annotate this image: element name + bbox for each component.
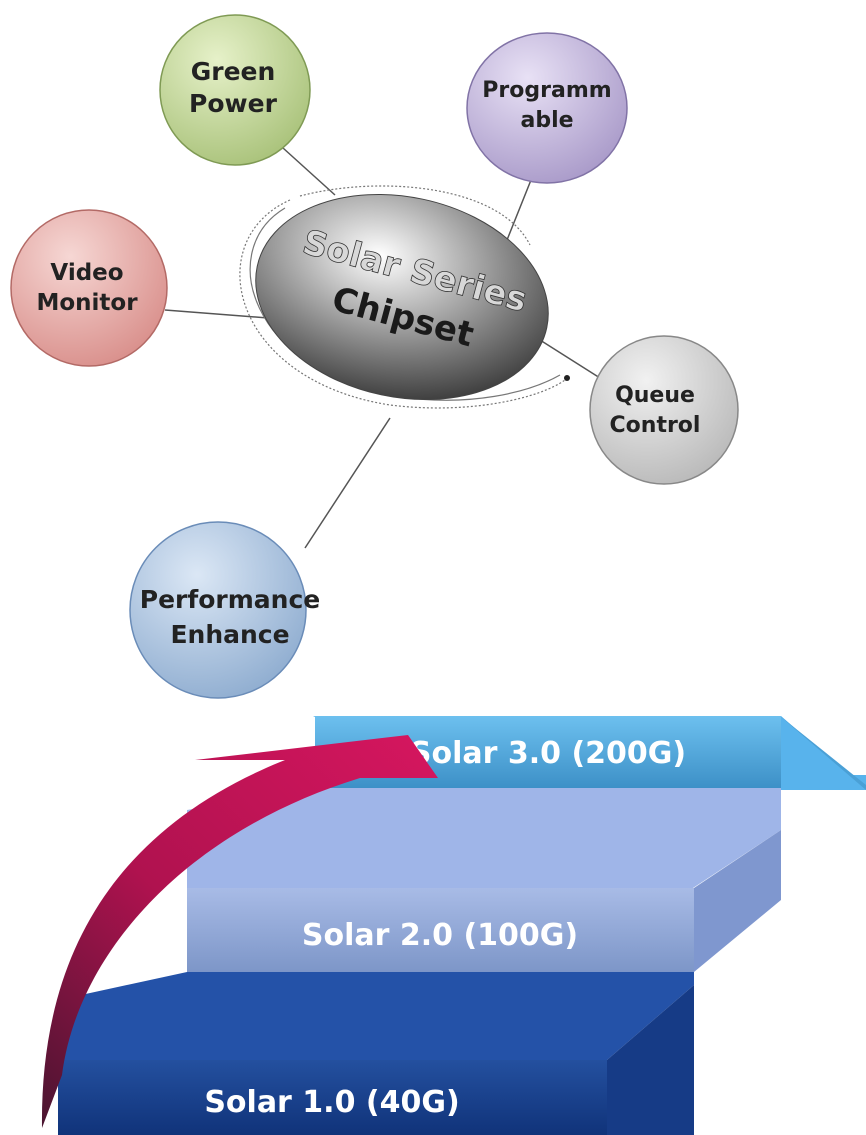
node-green-power: Green Power (159, 14, 311, 166)
step-1-label: Solar 1.0 (40G) (204, 1085, 459, 1120)
connector-performance-enhance (304, 417, 391, 549)
step-1-front (58, 1060, 607, 1135)
step-1-right-side (607, 985, 694, 1135)
node-green-power-line2: Power (189, 89, 278, 118)
step-2-right-side (694, 830, 781, 972)
center-node: Solar Series Chipset (255, 193, 549, 401)
steps-diagram: Solar 3.0 (200G) Solar 2.0 (100G) Solar … (41, 716, 866, 1135)
node-video-monitor-line2: Monitor (36, 290, 138, 316)
step-1-top-face (58, 972, 694, 1060)
connector-programmable (504, 169, 536, 246)
node-programmable: Programm able (466, 32, 628, 184)
node-video-monitor: Video Monitor (10, 209, 168, 367)
node-programmable-line2: able (520, 108, 573, 133)
node-queue-control-line2: Control (610, 413, 701, 438)
node-video-monitor-line1: Video (50, 260, 123, 286)
step-3-slope (780, 716, 866, 790)
node-queue-control: Queue Control (589, 335, 739, 485)
connector-video-monitor (164, 309, 269, 319)
step-2-front (187, 888, 694, 972)
node-programmable-line1: Programm (482, 78, 611, 103)
mindmap: Solar Series Chipset Green Power Program… (10, 14, 739, 699)
connector-queue-control (539, 339, 601, 379)
node-performance-enhance-line1: Performance (140, 585, 320, 614)
connector-green-power (282, 147, 336, 196)
growth-arrow (41, 735, 438, 1128)
step-3-label: Solar 3.0 (200G) (410, 736, 686, 771)
node-performance-enhance: Performance Enhance (129, 521, 320, 699)
node-performance-enhance-line2: Enhance (170, 620, 289, 649)
step-2-top-face (187, 788, 781, 888)
step-2-label: Solar 2.0 (100G) (302, 918, 578, 953)
node-queue-control-line1: Queue (615, 383, 695, 408)
connector-lines (164, 147, 601, 549)
node-green-power-line1: Green (191, 57, 276, 86)
